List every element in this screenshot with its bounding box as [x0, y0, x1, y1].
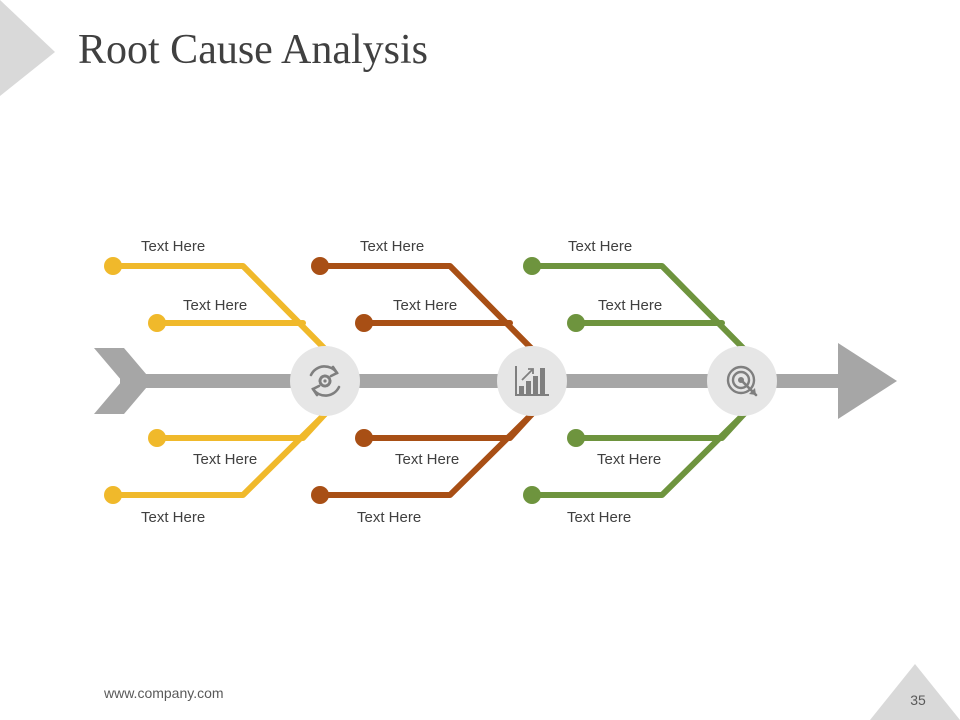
- cause-label: Text Here: [193, 451, 257, 468]
- dot: [567, 314, 585, 332]
- gear-teeth: [318, 374, 332, 388]
- cause-group-3: [529, 263, 747, 498]
- branch-1-bottom-inner: [154, 411, 328, 441]
- gear-hub: [323, 379, 327, 383]
- branch-3-bottom-inner: [573, 411, 747, 441]
- bar-chart-icon: [515, 366, 549, 396]
- hub-1: [290, 346, 360, 416]
- target-ring-outer: [726, 365, 756, 395]
- branch-3-dots: [523, 257, 585, 504]
- branch-1-bottom-outer: [110, 411, 328, 498]
- chart-trend-arrow: [528, 368, 534, 374]
- cause-label: Text Here: [141, 238, 205, 255]
- dot: [523, 486, 541, 504]
- chart-bar-2: [526, 381, 531, 394]
- target-icon: [726, 365, 758, 397]
- spine-tail: [94, 348, 152, 414]
- cause-label: Text Here: [598, 297, 662, 314]
- dot: [355, 429, 373, 447]
- branch-2-bottom-inner: [361, 411, 535, 441]
- dot: [148, 314, 166, 332]
- branch-2-dots: [311, 257, 373, 504]
- dot: [104, 486, 122, 504]
- target-ring-middle: [731, 370, 751, 390]
- cause-label: Text Here: [357, 509, 421, 526]
- hub-2-circle: [497, 346, 567, 416]
- cause-label: Text Here: [567, 509, 631, 526]
- cause-label: Text Here: [360, 238, 424, 255]
- dot: [523, 257, 541, 275]
- cause-label: Text Here: [183, 297, 247, 314]
- corner-triangle-bottom: [870, 664, 960, 720]
- chart-bar-4: [540, 368, 545, 394]
- branch-2-bottom-outer: [317, 411, 535, 498]
- cycle-arrow-top: [329, 365, 339, 378]
- cause-label: Text Here: [395, 451, 459, 468]
- corner-triangle-top: [0, 0, 55, 96]
- chart-trend-line: [521, 368, 534, 381]
- branch-3-bottom-outer: [529, 411, 747, 498]
- corner-triangle-bottom-shape: [870, 664, 960, 720]
- chart-bar-1: [519, 386, 524, 394]
- page-number: 35: [910, 692, 926, 708]
- dot: [311, 486, 329, 504]
- dot: [104, 257, 122, 275]
- chart-bar-3: [533, 376, 538, 394]
- gear-cycle-icon: [309, 365, 341, 397]
- cause-label: Text Here: [141, 509, 205, 526]
- cycle-arrow-bottom: [311, 384, 321, 397]
- hub-3: [707, 346, 777, 416]
- cause-group-1: [110, 263, 328, 498]
- cause-label: Text Here: [568, 238, 632, 255]
- page-title: Root Cause Analysis: [78, 27, 429, 73]
- dot: [355, 314, 373, 332]
- cause-label: Text Here: [393, 297, 457, 314]
- branch-1-dots: [104, 257, 166, 504]
- spine-arrow-head: [838, 343, 897, 419]
- target-arrow-tip: [749, 388, 756, 395]
- cause-label: Text Here: [597, 451, 661, 468]
- dot: [567, 429, 585, 447]
- footer-url: www.company.com: [104, 685, 224, 701]
- cause-group-2: [317, 263, 535, 498]
- corner-triangle-top-shape: [0, 0, 55, 96]
- dot: [148, 429, 166, 447]
- chart-axes: [515, 366, 549, 396]
- dot: [311, 257, 329, 275]
- hub-2: [497, 346, 567, 416]
